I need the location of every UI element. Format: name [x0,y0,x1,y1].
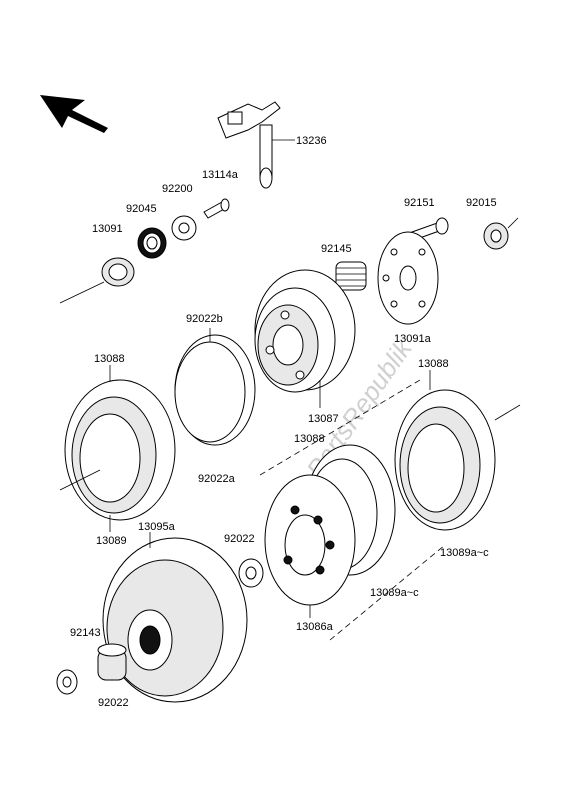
collar-92143 [97,643,127,681]
label-13087: 13087 [308,413,339,425]
label-13088-mid: 13088 [294,433,325,445]
washer-92022-mid [238,558,264,588]
spring-92145 [335,261,367,291]
label-92015: 92015 [466,197,497,209]
nut-92015 [483,217,519,250]
label-92022-bottom: 92022 [98,697,129,709]
pin-13114a [203,198,230,219]
label-92022-mid: 92022 [224,533,255,545]
label-13091: 13091 [92,223,123,235]
label-13114a: 13114a [202,169,239,181]
release-shaft [217,101,295,189]
label-92200: 92200 [162,183,193,195]
bearing-92045 [137,227,167,259]
label-13089: 13089 [96,535,127,547]
clutch-hub-13087 [254,269,356,408]
pressure-plate-13091a [377,231,439,325]
label-92022a: 92022a [198,473,236,485]
washer-92022-bottom [56,669,78,695]
friction-plate-right [394,370,521,531]
label-13095a: 13095a [138,521,176,533]
label-92022b: 92022b [186,313,223,325]
direction-arrow-icon [40,95,108,133]
label-92045: 92045 [126,203,157,215]
clutch-housing-13095a [102,532,248,703]
cap-13091 [59,257,135,304]
circlip-92022b [174,328,256,446]
label-13088-right: 13088 [418,358,449,370]
label-13089ac-right: 13089a~c [440,547,489,559]
washer-92200 [171,215,197,241]
pressure-disc-13086a [264,474,356,618]
label-13091a: 13091a [394,333,432,345]
label-13236: 13236 [296,135,327,147]
label-92145: 92145 [321,243,352,255]
label-13086a: 13086a [296,621,334,633]
label-13089ac-mid: 13089a~c [370,587,419,599]
friction-plate-left [59,365,176,521]
label-92151: 92151 [404,197,435,209]
label-92143: 92143 [70,627,101,639]
label-13088-left: 13088 [94,353,125,365]
